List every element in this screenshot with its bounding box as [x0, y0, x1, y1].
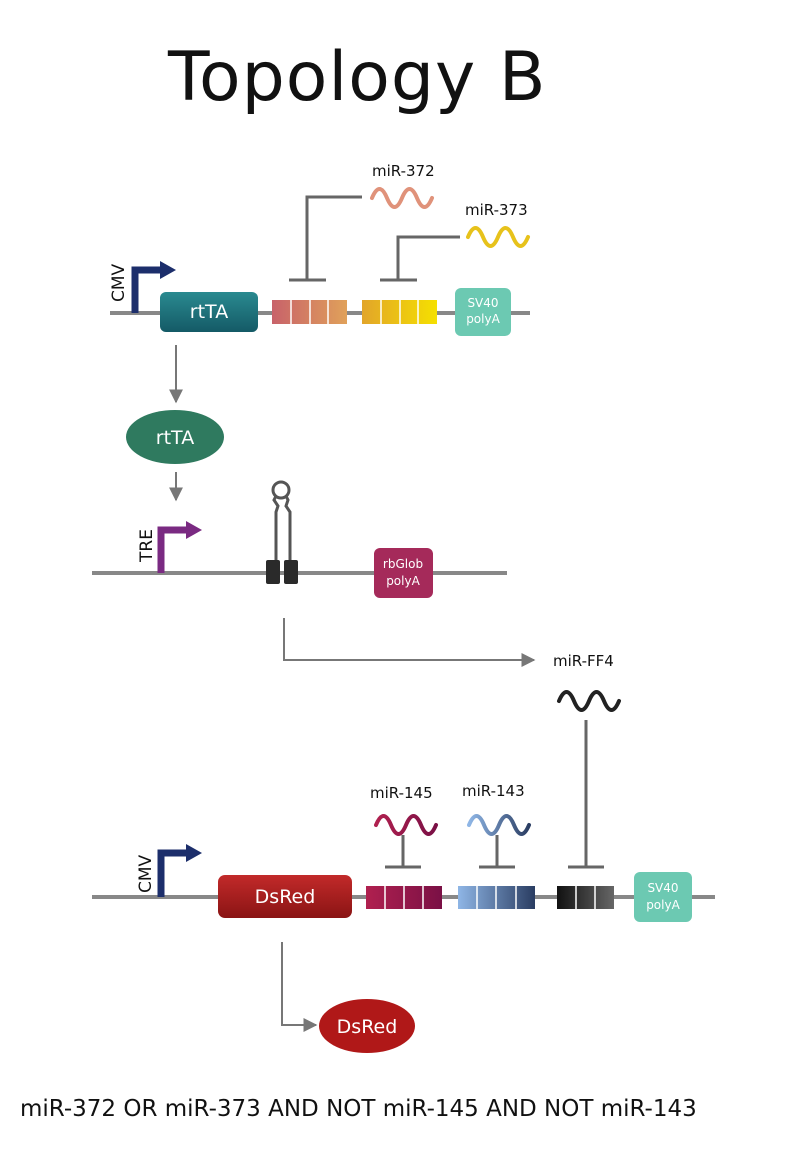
rbglob-polya-box [374, 548, 433, 598]
shrna-hairpin [266, 480, 298, 584]
expression-arrow-dsred [281, 942, 318, 1032]
logic-caption: miR-372 OR miR-373 AND NOT miR-145 AND N… [20, 1096, 697, 1122]
mir145-label: miR-145 [370, 784, 433, 802]
mir373-label: miR-373 [465, 201, 528, 219]
mirff4-target-sites [557, 886, 614, 909]
sv40-polya-box-1 [455, 288, 511, 336]
dsred-protein-ellipse [319, 999, 415, 1053]
sv40-polya-box-3 [634, 872, 692, 922]
mir143-wave-icon [467, 814, 531, 836]
rtta-protein-label: rtTA [156, 427, 194, 449]
mir145-wave-icon [374, 814, 438, 836]
mir372-repression-line [305, 195, 362, 280]
rbglob-label: rbGlob [383, 557, 423, 571]
mir143-target-sites [458, 886, 535, 909]
mir372-label: miR-372 [372, 162, 435, 180]
cmv-promoter-arrow-3 [157, 844, 202, 897]
mirff4-wave-icon [557, 690, 621, 712]
mir372-wave-icon [370, 187, 434, 209]
polya-label-3: polyA [646, 898, 680, 912]
sv40-label-3: SV40 [647, 881, 678, 895]
mir143-label: miR-143 [462, 782, 525, 800]
polya-label-2: polyA [386, 574, 420, 588]
construct-3: CMV DsRed SV40 polyA miR-14 [92, 720, 715, 922]
dsred-gene-box [218, 875, 352, 918]
dsred-protein-label: DsRed [337, 1016, 398, 1038]
rtta-protein-ellipse [126, 410, 224, 464]
cmv-label-3: CMV [136, 854, 156, 893]
mir145-target-sites [366, 886, 442, 909]
mir373-repression-line [396, 235, 460, 280]
mir373-wave-icon [466, 226, 530, 248]
construct-1: CMV rtTA SV40 polyA miR-372 miR-373 [109, 162, 530, 336]
tre-label: TRE [137, 529, 157, 563]
processing-arrow-mirff4 [283, 618, 536, 667]
mir373-target-sites [362, 300, 437, 324]
diagram-title: Topology B [168, 38, 547, 117]
sv40-label-1: SV40 [467, 296, 498, 310]
tre-promoter-arrow [157, 521, 202, 573]
polya-label-1: polyA [466, 312, 500, 326]
dsred-gene-label: DsRed [255, 886, 316, 908]
mir372-target-sites [272, 300, 347, 324]
rtta-gene-box [160, 292, 258, 332]
rtta-gene-label: rtTA [190, 301, 228, 323]
construct-2: TRE rbGlob polyA [92, 480, 507, 598]
cmv-promoter-arrow-1 [131, 261, 176, 313]
cmv-label-1: CMV [109, 263, 129, 302]
mirff4-label: miR-FF4 [553, 652, 614, 670]
